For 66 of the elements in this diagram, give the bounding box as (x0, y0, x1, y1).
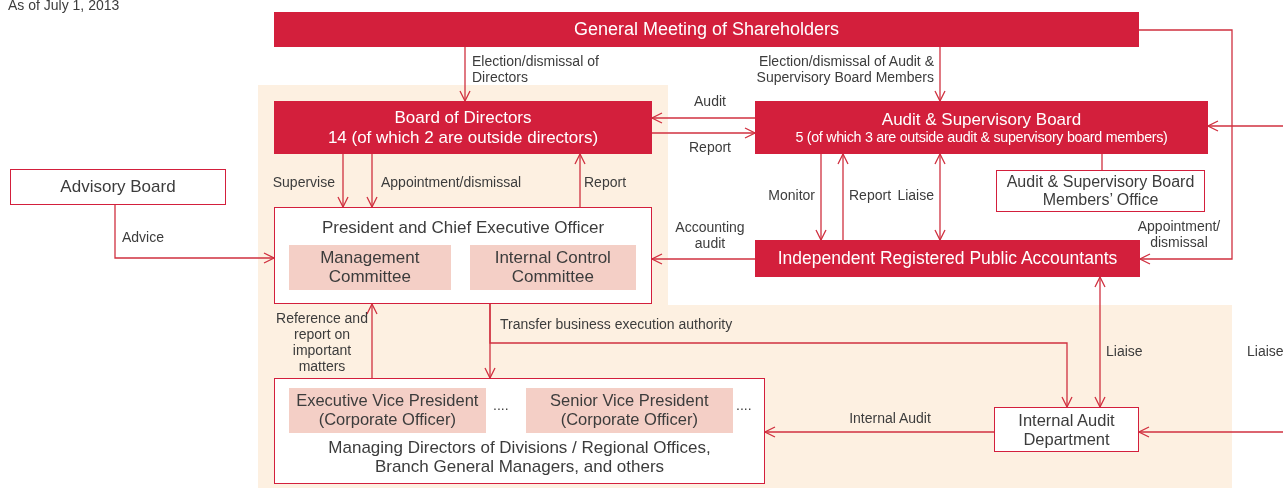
arrow (366, 153, 378, 208)
arrow (815, 153, 827, 241)
edge-label: Reference and report on important matters (276, 310, 368, 375)
arrow (934, 46, 946, 102)
arrow (574, 153, 586, 208)
committee-box (469, 244, 636, 290)
process-box (10, 169, 226, 205)
process-box (755, 240, 1140, 277)
arrow (837, 153, 849, 241)
arrow (366, 303, 378, 379)
note-text: .... (493, 397, 509, 413)
edge-label: Report (688, 139, 732, 156)
node-title: Executive Vice President (Corporate Officer) (295, 391, 480, 430)
edge-label: Election/dismissal of Directors (472, 53, 600, 86)
edge-label: Election/dismissal of Audit & Supervisory Board Members (755, 53, 934, 86)
node-title: Internal Control Committee (493, 247, 612, 287)
node-title: President and Chief Executive Officer (321, 218, 605, 238)
committee-box (288, 244, 451, 290)
process-box (274, 101, 652, 154)
edge-label: Accounting audit (674, 219, 746, 252)
node-subtitle: 14 (of which 2 are outside directors) (327, 127, 599, 148)
arrow (489, 303, 1073, 408)
committee-box (288, 387, 486, 433)
arrow (1138, 426, 1283, 438)
arrow (651, 127, 756, 139)
edge-label: Audit (693, 93, 727, 110)
edge-label: Advice (122, 229, 166, 246)
process-box (996, 170, 1205, 212)
edge-label: Appointment/dismissal (381, 174, 523, 191)
node-title: Senior Vice President (Corporate Officer) (549, 391, 710, 430)
note-text: Liaise (1247, 343, 1283, 359)
arrow (114, 204, 275, 264)
arrow (651, 112, 756, 124)
arrow (459, 46, 471, 102)
node-subtitle: 5 (of which 3 are outside audit & supervisory board members) (795, 129, 1168, 146)
node-title: Internal Audit Department (1017, 410, 1116, 449)
process-box (274, 378, 765, 484)
edge-label: Liaise (1106, 343, 1144, 360)
node-title: Board of Directors (394, 107, 532, 128)
node-title: Audit & Supervisory Board Members’ Office (1005, 172, 1196, 210)
note-text: .... (736, 397, 752, 413)
arrow (1094, 276, 1106, 408)
node-title: Managing Directors of Divisions / Regional Offices, Branch General Managers, and others (327, 437, 712, 477)
edge-label: Internal Audit (848, 410, 932, 427)
date-note: As of July 1, 2013 (8, 0, 120, 13)
edge-label: Transfer business execution authority (500, 316, 734, 333)
node-title: Management Committee (319, 247, 421, 287)
process-box (274, 207, 652, 304)
process-box (994, 407, 1139, 452)
arrow (934, 153, 946, 241)
node-title: General Meeting of Shareholders (573, 19, 840, 40)
process-box (755, 101, 1208, 154)
edge-label: Monitor (767, 187, 815, 204)
edge-label: Appointment/ dismissal (1136, 218, 1222, 251)
arrow (1207, 120, 1283, 132)
arrow (1138, 29, 1233, 265)
edge-label: Supervise (271, 174, 335, 191)
process-box (274, 12, 1139, 47)
node-title: Independent Registered Public Accountants (777, 248, 1118, 269)
node-title: Audit & Supervisory Board (881, 109, 1082, 130)
committee-box (525, 387, 733, 433)
arrow (651, 253, 756, 265)
arrow (764, 426, 995, 438)
node-title: Advisory Board (60, 177, 176, 197)
edge-label: Report (584, 174, 628, 191)
arrow (337, 153, 349, 208)
